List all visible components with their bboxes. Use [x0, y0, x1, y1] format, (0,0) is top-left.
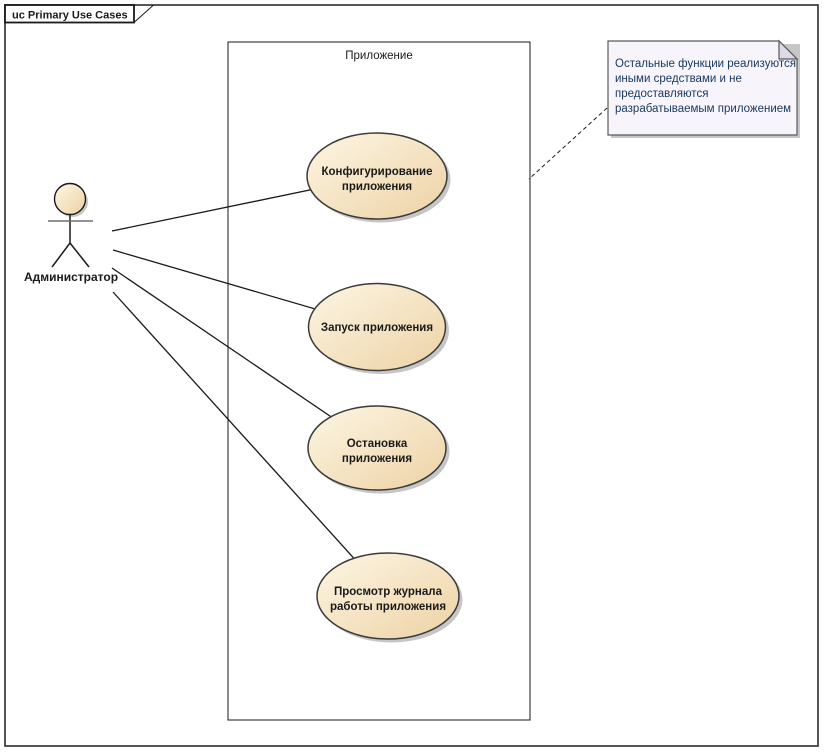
- use-case-label-line: работы приложения: [330, 601, 446, 613]
- note-line-2: иными средствами и не: [615, 73, 742, 85]
- note-line-4: разрабатываемым приложением: [615, 103, 791, 115]
- use-case-view-log[interactable]: Просмотр журнала работы приложения: [316, 552, 463, 643]
- association-view-log[interactable]: [112, 291, 389, 597]
- actor-label: Администратор: [24, 270, 118, 284]
- use-case-label-line: Просмотр журнала: [334, 586, 443, 598]
- note-anchor-connector[interactable]: [528, 107, 608, 180]
- note-line-3: предоставляются: [615, 88, 708, 100]
- actor-administrator[interactable]: Администратор: [24, 182, 118, 285]
- use-case-label-line: приложения: [342, 453, 412, 465]
- use-case-label-line: Остановка: [347, 438, 408, 450]
- use-case-label-line: Конфигурирование: [321, 166, 432, 178]
- diagram-frame-tab: uc Primary Use Cases: [4, 4, 154, 24]
- diagram-frame: [4, 4, 819, 747]
- use-case-stop-application[interactable]: Остановка приложения: [307, 405, 450, 494]
- system-boundary-label: Приложение: [345, 50, 412, 62]
- use-case-label-line: Запуск приложения: [321, 322, 433, 334]
- use-case-start-application[interactable]: Запуск приложения: [307, 282, 450, 375]
- note-line-1: Остальные функции реализуются: [615, 58, 796, 70]
- note[interactable]: Остальные функции реализуются иными сред…: [607, 39, 800, 138]
- use-case-label-line: приложения: [342, 181, 412, 193]
- diagram-frame-label: uc Primary Use Cases: [12, 10, 128, 22]
- note-fold-corner-icon: [778, 39, 799, 60]
- actor-head: [53, 182, 87, 216]
- use-case-configure-application[interactable]: Конфигурирование приложения: [306, 132, 451, 223]
